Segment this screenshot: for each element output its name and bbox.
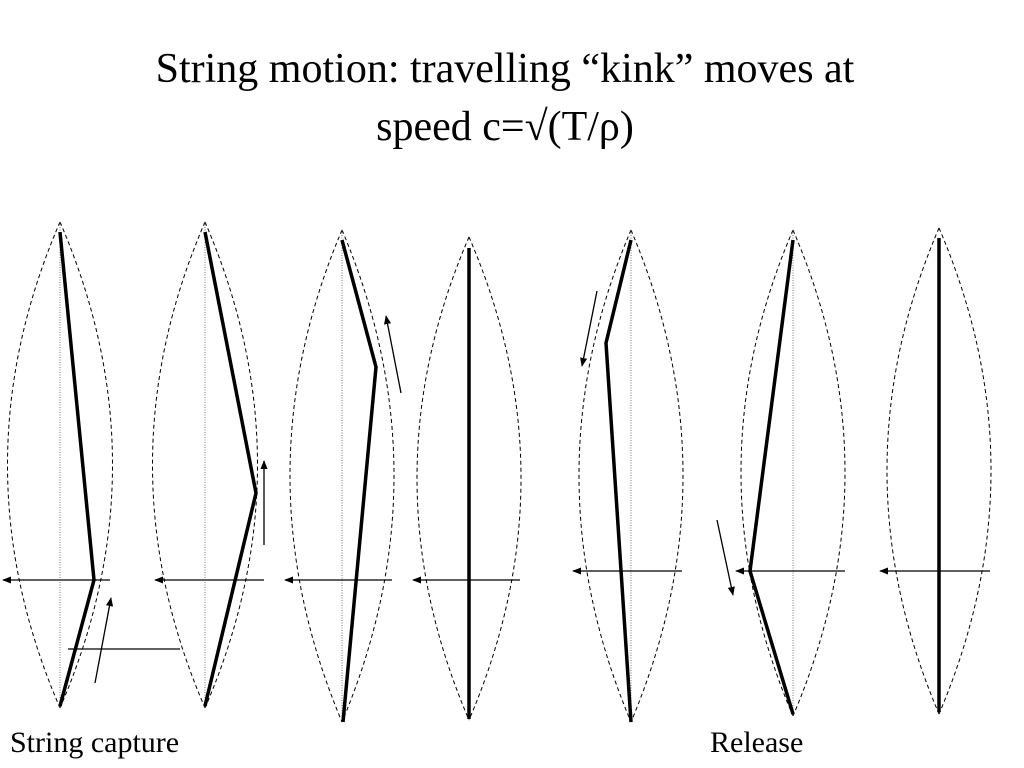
envelope-left — [740, 229, 794, 717]
envelope-right — [792, 229, 846, 717]
string-shape — [340, 239, 378, 723]
string-shape — [748, 239, 795, 715]
envelope-left — [886, 227, 940, 715]
string-shape — [203, 231, 258, 707]
frame-1 — [2, 221, 180, 709]
slide-title: String motion: travelling “kink” moves a… — [0, 40, 1010, 156]
envelope-right — [59, 221, 113, 709]
kink-direction-arrow — [94, 597, 114, 684]
envelope-right — [938, 227, 992, 715]
envelope-left — [152, 221, 206, 709]
envelope-right — [204, 221, 258, 709]
caption-release: Release — [710, 726, 804, 759]
frame-2 — [152, 221, 268, 709]
envelope-left — [416, 236, 470, 721]
envelope-left — [578, 229, 632, 723]
title-line-2: speed c=√(T/ρ) — [376, 104, 634, 150]
frame-4 — [412, 236, 522, 721]
frame-3 — [284, 229, 402, 723]
string-shape — [604, 239, 633, 723]
title-line-1: String motion: travelling “kink” moves a… — [155, 46, 855, 92]
envelope-left — [7, 221, 61, 709]
envelope-right — [468, 236, 522, 721]
envelope-left — [289, 229, 343, 723]
caption-string-capture: String capture — [10, 726, 180, 759]
kink-direction-arrow — [384, 315, 402, 394]
frame-5 — [572, 229, 684, 723]
envelope-right — [630, 229, 684, 723]
kink-direction-arrow — [580, 290, 598, 367]
kink-direction-arrow — [716, 519, 735, 596]
envelope-right — [341, 229, 395, 723]
frame-6 — [716, 229, 846, 717]
frame-7 — [879, 227, 992, 715]
